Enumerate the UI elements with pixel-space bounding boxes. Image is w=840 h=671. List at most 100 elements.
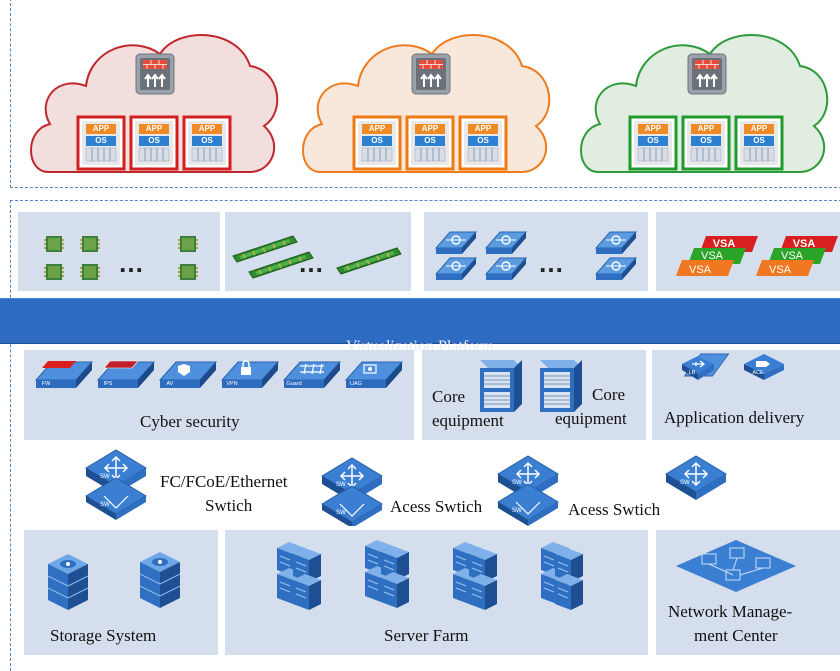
server-rack-icon bbox=[540, 541, 584, 611]
vm-app-label: APP bbox=[698, 124, 715, 133]
cpu-icon bbox=[80, 264, 100, 280]
access-switch-icon: SW SW bbox=[322, 458, 382, 526]
switch-icon bbox=[435, 257, 477, 281]
svg-text:AV: AV bbox=[167, 381, 174, 387]
vm-icon bbox=[458, 115, 508, 171]
vsa-icon: VSA VSA VSA bbox=[676, 236, 758, 276]
svg-text:SW: SW bbox=[100, 474, 110, 480]
switch-ellipsis: … bbox=[538, 248, 566, 278]
svg-text:VPN: VPN bbox=[226, 381, 237, 387]
svg-text:VSA: VSA bbox=[769, 264, 792, 276]
vm-os-label: OS bbox=[148, 136, 160, 145]
svg-text:SW: SW bbox=[336, 482, 346, 488]
access-switch-label-2: Acess Swtich bbox=[568, 500, 661, 519]
network-management-icon bbox=[676, 540, 796, 592]
server-rack-icon bbox=[452, 541, 498, 611]
svg-text:SW: SW bbox=[512, 508, 522, 514]
fc-fcoe-switch-label-2: Swtich bbox=[205, 496, 253, 515]
cpu-ellipsis: … bbox=[118, 248, 146, 278]
network-management-label-1: Network Manage- bbox=[668, 602, 793, 621]
svg-text:VSA: VSA bbox=[793, 238, 816, 250]
cloud-red: APP OS APP OS APP OS bbox=[30, 34, 279, 173]
switch-icon: SW bbox=[665, 455, 727, 501]
firewall-device-icon bbox=[35, 361, 93, 389]
guard-device-icon bbox=[283, 361, 341, 389]
switch-icon bbox=[485, 257, 527, 281]
cpu-icon bbox=[178, 264, 198, 280]
vm-icon bbox=[129, 115, 179, 171]
ace-icon bbox=[744, 354, 784, 380]
switch-icon bbox=[595, 231, 637, 255]
virtualization-platform-bar bbox=[0, 298, 840, 344]
cloud-green: APP OS APP OS APP OS bbox=[580, 34, 829, 173]
ips-device-icon bbox=[97, 360, 155, 389]
fc-fcoe-switch-label-1: FC/FCoE/Ethernet bbox=[160, 472, 288, 491]
server-rack-icon bbox=[364, 539, 410, 609]
vm-app-label: APP bbox=[475, 124, 492, 133]
svg-text:ACE: ACE bbox=[752, 370, 764, 376]
core-equipment-label-left-2: equipment bbox=[432, 411, 504, 430]
svg-text:IPS: IPS bbox=[104, 381, 113, 387]
firewall-icon bbox=[411, 53, 451, 95]
switch-pool bbox=[435, 231, 637, 281]
vm-os-label: OS bbox=[753, 136, 765, 145]
cpu-icon bbox=[44, 264, 64, 280]
cyber-security-label: Cyber security bbox=[140, 412, 240, 431]
svg-text:VSA: VSA bbox=[713, 238, 736, 250]
access-switch-label-1: Acess Swtich bbox=[390, 497, 483, 516]
vm-icon bbox=[405, 115, 455, 171]
svg-text:Guard: Guard bbox=[286, 381, 301, 387]
core-switch-icon bbox=[539, 359, 583, 413]
storage-system-label: Storage System bbox=[50, 626, 157, 645]
cloud-orange: APP OS APP OS APP OS bbox=[302, 34, 551, 173]
vm-os-label: OS bbox=[424, 136, 436, 145]
uag-device-icon bbox=[345, 361, 403, 389]
vm-app-label: APP bbox=[199, 124, 216, 133]
switch-icon bbox=[485, 231, 527, 255]
svg-text:SW: SW bbox=[100, 502, 110, 508]
cyber-security-devices: FW IPS AV VPN Guard UAG bbox=[35, 360, 403, 389]
vpn-device-icon bbox=[221, 360, 279, 389]
vm-icon bbox=[681, 115, 731, 171]
core-equipment-label-right-2: equipment bbox=[555, 409, 627, 428]
vm-icon bbox=[734, 115, 784, 171]
core-equipment-label-right-1: Core bbox=[592, 385, 626, 404]
cpu-icon bbox=[80, 236, 100, 252]
application-delivery-devices: LB ACE bbox=[682, 353, 784, 380]
vm-app-label: APP bbox=[369, 124, 386, 133]
memory-icon bbox=[232, 235, 298, 263]
svg-text:VSA: VSA bbox=[701, 250, 724, 262]
core-equipment-panel bbox=[422, 350, 646, 440]
core-equipment-label-left-1: Core bbox=[432, 387, 466, 406]
memory-ellipsis: … bbox=[298, 248, 326, 278]
firewall-icon bbox=[135, 53, 175, 95]
vm-app-label: APP bbox=[422, 124, 439, 133]
svg-text:VSA: VSA bbox=[689, 264, 712, 276]
svg-text:SW: SW bbox=[680, 480, 690, 486]
vm-app-label: APP bbox=[93, 124, 110, 133]
storage-icon bbox=[139, 551, 181, 609]
svg-text:UAG: UAG bbox=[350, 381, 362, 387]
svg-text:SW: SW bbox=[336, 510, 346, 516]
cloud-layer-frame bbox=[10, 0, 840, 188]
server-farm-label: Server Farm bbox=[384, 626, 469, 645]
vm-icon bbox=[628, 115, 678, 171]
firewall-icon bbox=[687, 53, 727, 95]
vm-os-label: OS bbox=[95, 136, 107, 145]
storage-devices bbox=[47, 551, 181, 611]
network-management-label-2: ment Center bbox=[694, 626, 778, 645]
vm-os-label: OS bbox=[371, 136, 383, 145]
vm-os-label: OS bbox=[700, 136, 712, 145]
vm-app-label: APP bbox=[645, 124, 662, 133]
av-device-icon bbox=[159, 361, 217, 389]
vm-icon bbox=[182, 115, 232, 171]
vm-os-label: OS bbox=[477, 136, 489, 145]
load-balancer-icon bbox=[682, 353, 730, 380]
switch-icon bbox=[595, 257, 637, 281]
core-switch-icon bbox=[479, 359, 523, 413]
fc-fcoe-switch-icon: SW SW bbox=[86, 450, 146, 520]
cpu-icon bbox=[44, 236, 64, 252]
svg-text:VSA: VSA bbox=[781, 250, 804, 262]
